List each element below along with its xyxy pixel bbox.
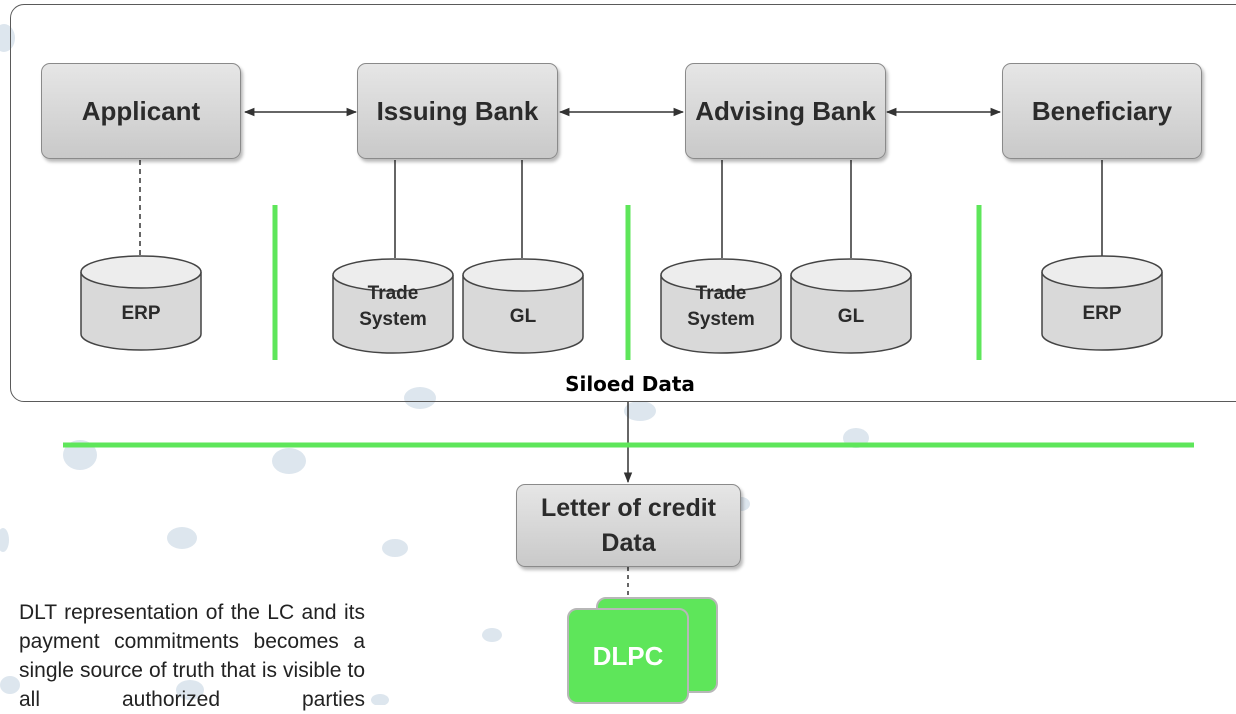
- applicant-erp-database: ERP: [80, 255, 202, 351]
- issuing-bank-box: Issuing Bank: [357, 63, 558, 159]
- beneficiary-box: Beneficiary: [1002, 63, 1202, 159]
- applicant-label: Applicant: [81, 95, 201, 126]
- advising-gl-database: GL: [790, 258, 912, 354]
- beneficiary-label: Beneficiary: [1031, 95, 1173, 126]
- siloed-data-label: Siloed Data: [560, 368, 700, 400]
- dlpc-card: DLPC: [567, 608, 689, 704]
- dlt-description-text: DLT representation of the LC and its pay…: [19, 601, 365, 711]
- advising-bank-label: Advising Bank: [695, 95, 876, 126]
- advising-trade-system-database: Trade System: [660, 258, 782, 354]
- issuing-trade-system-database: Trade System: [332, 258, 454, 354]
- issuing-trade-system-label: Trade System: [359, 283, 427, 330]
- issuing-bank-label: Issuing Bank: [376, 95, 539, 126]
- advising-bank-box: Advising Bank: [685, 63, 886, 159]
- beneficiary-erp-database: ERP: [1041, 255, 1163, 351]
- issuing-gl-database: GL: [462, 258, 584, 354]
- letter-of-credit-data-box: Letter of credit Data: [516, 484, 741, 567]
- advising-trade-system-label: Trade System: [687, 283, 755, 330]
- issuing-gl-label: GL: [509, 306, 537, 327]
- letter-of-credit-data-label: Letter of credit Data: [540, 493, 717, 557]
- beneficiary-erp-label: ERP: [1082, 303, 1122, 324]
- siloed-systems-frame: [10, 4, 1236, 402]
- applicant-box: Applicant: [41, 63, 241, 159]
- applicant-erp-label: ERP: [121, 303, 161, 324]
- dlpc-label: DLPC: [592, 640, 664, 671]
- advising-gl-label: GL: [837, 306, 865, 327]
